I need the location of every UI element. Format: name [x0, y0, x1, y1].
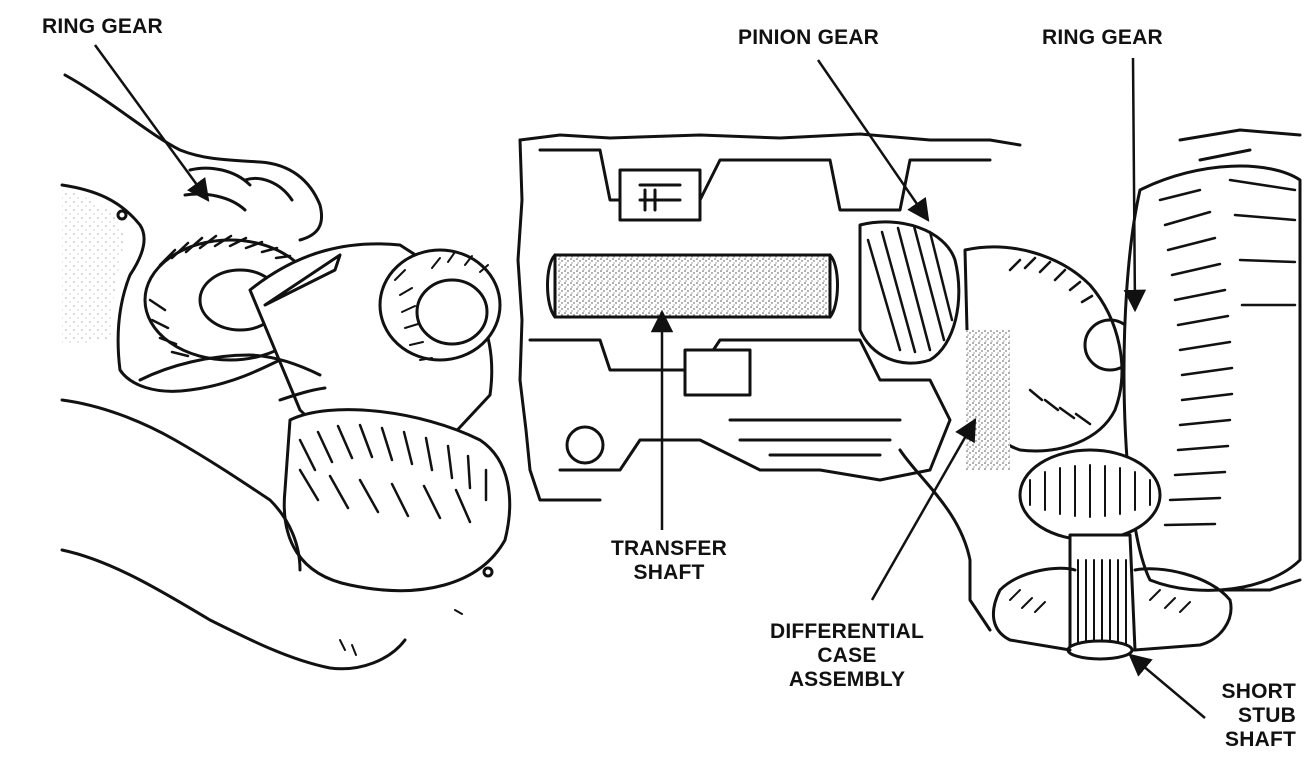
pointer-wedge	[263, 253, 342, 307]
valve-block-detail	[638, 183, 682, 212]
lower-block	[683, 348, 752, 397]
transfer-shaft-body	[553, 253, 832, 319]
diff-gear-teeth	[1008, 256, 1094, 426]
side-bearing-rollers	[394, 251, 489, 361]
right-housing-lines	[1178, 128, 1302, 162]
flange-teeth	[1009, 589, 1191, 613]
valve-block	[618, 168, 702, 222]
leader-pinion-gear	[816, 59, 930, 222]
housing-left-edge	[516, 138, 602, 502]
label-differential-line-1: DIFFERENTIAL	[769, 620, 925, 643]
label-differential-line-2: CASE	[817, 644, 877, 667]
lower-housing	[898, 448, 1302, 632]
differential-case-shading	[965, 330, 1010, 470]
label-ring-gear-left: RING GEAR	[42, 15, 163, 38]
left-illustration	[60, 73, 512, 671]
leader-differential-case	[870, 418, 977, 601]
upper-arm-outline	[63, 73, 324, 242]
upper-forearm-shading	[62, 190, 125, 345]
leader-ring-gear-left	[93, 44, 210, 202]
lower-ribs	[728, 418, 902, 457]
case-marks	[339, 609, 463, 656]
label-short-stub-shaft: SHORT STUB SHAFT	[1190, 680, 1296, 752]
lower-ring-gear	[282, 408, 512, 593]
bolt-dot-2	[482, 566, 494, 578]
callout-leaders	[93, 44, 1206, 719]
lower-palm	[60, 398, 302, 572]
stub-shaft-end	[1066, 639, 1134, 661]
lower-hand-outline	[60, 548, 407, 671]
label-ring-gear-right: RING GEAR	[1042, 26, 1163, 49]
label-differential-line-3: ASSEMBLY	[788, 668, 906, 691]
label-short-stub-shaft-line-1: SHORT	[1221, 680, 1296, 703]
lower-ring-gear-teeth	[298, 423, 488, 524]
bearing-rollers	[1029, 464, 1151, 518]
ring-gear-teeth	[148, 234, 292, 358]
label-pinion-gear: PINION GEAR	[738, 26, 880, 49]
label-transfer-shaft-line-2: SHAFT	[633, 561, 705, 584]
mount-hole	[565, 425, 605, 465]
pinion-gear-body	[858, 220, 961, 365]
label-transfer-shaft-line-1: TRANSFER	[611, 537, 727, 560]
upper-hand-outline	[60, 183, 292, 393]
label-short-stub-shaft-line-3: SHAFT	[1225, 728, 1296, 751]
pinion-gear-teeth	[866, 224, 954, 354]
upper-casting	[538, 148, 992, 212]
right-ring-gear	[1122, 164, 1302, 592]
leader-ring-gear-right	[1123, 57, 1147, 313]
housing-top-edge	[518, 132, 1022, 147]
leader-short-stub-shaft	[1128, 653, 1206, 719]
transfer-shaft-ends	[546, 253, 839, 319]
right-ring-gear-teeth	[1158, 178, 1297, 527]
side-bearing-inner	[415, 278, 489, 346]
bolt-dot-1	[116, 209, 128, 221]
right-illustration	[516, 128, 1302, 661]
lower-casting	[528, 338, 952, 482]
side-bearing-outer	[378, 248, 502, 362]
lower-fingers	[138, 353, 327, 402]
label-transfer-shaft: TRANSFER SHAFT	[598, 537, 740, 585]
label-short-stub-shaft-line-2: STUB	[1238, 704, 1296, 727]
label-differential-case-assembly: DIFFERENTIAL CASE ASSEMBLY	[752, 620, 942, 692]
lower-flange	[991, 566, 1233, 652]
stub-shaft-splines	[1077, 559, 1127, 646]
